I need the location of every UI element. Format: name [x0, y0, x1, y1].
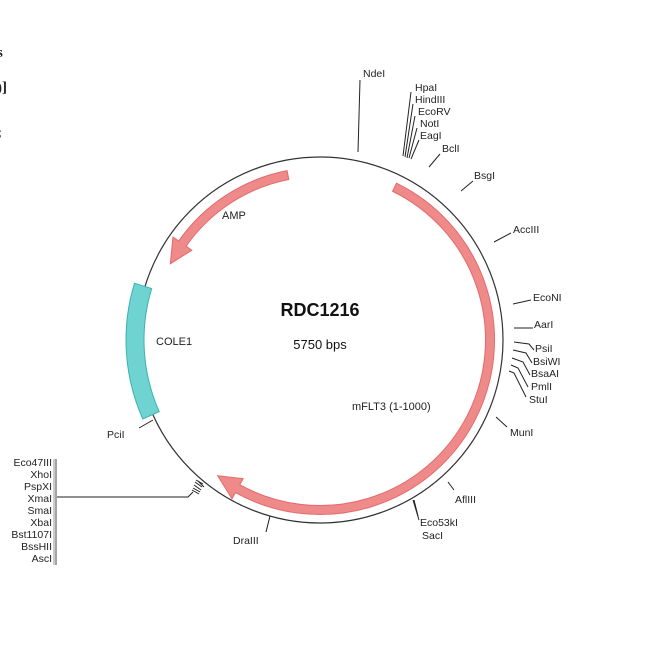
site-bsgi[interactable]: BsgI — [474, 170, 495, 182]
site-afliii[interactable]: AflIII — [455, 494, 476, 506]
site-ticks-cluster — [191, 479, 204, 495]
site-tick — [493, 232, 512, 243]
site-tick — [508, 370, 527, 398]
site-ndei[interactable]: NdeI — [363, 68, 385, 80]
plasmid-size: 5750 bps — [293, 337, 347, 352]
cole1-label: COLE1 — [156, 336, 192, 348]
site-tick — [510, 364, 529, 388]
site-bsiwi[interactable]: BsiWI — [533, 356, 560, 368]
site-pmli[interactable]: PmlI — [531, 381, 552, 393]
site-tick — [404, 103, 414, 158]
site-bcli[interactable]: BclI — [442, 143, 460, 155]
edge-fragment: )] — [0, 80, 7, 96]
site-tick — [413, 499, 419, 517]
site-tick — [408, 127, 418, 159]
site-tick — [460, 180, 474, 192]
edge-fragment: ; — [0, 125, 2, 141]
site-xhoi[interactable]: XhoI — [30, 469, 52, 481]
site-tick — [447, 481, 455, 491]
site-pcii[interactable]: PciI — [107, 429, 125, 441]
site-tick — [513, 341, 535, 351]
site-tick — [511, 357, 531, 376]
site-draiii[interactable]: DraIII — [233, 535, 259, 547]
site-smai[interactable]: SmaI — [27, 505, 52, 517]
site-eagi[interactable]: EagI — [420, 130, 442, 142]
site-bsaai[interactable]: BsaAI — [531, 368, 559, 380]
site-muni[interactable]: MunI — [510, 427, 533, 439]
site-bst1107i[interactable]: Bst1107I — [11, 529, 52, 541]
site-bsshii[interactable]: BssHII — [21, 541, 52, 553]
site-tick — [357, 79, 361, 153]
cole1-feature-band[interactable] — [125, 282, 160, 420]
amp-feature-arrow[interactable] — [169, 170, 290, 265]
edge-fragment: s — [0, 45, 3, 61]
site-eco47iii[interactable]: Eco47III — [13, 457, 52, 469]
site-tick — [402, 91, 412, 157]
site-tick — [495, 416, 508, 428]
mflt3-feature-arrow[interactable] — [216, 182, 495, 515]
site-tick — [410, 139, 420, 160]
site-asci[interactable]: AscI — [32, 553, 52, 565]
site-leader-line — [57, 491, 194, 498]
site-econi[interactable]: EcoNI — [533, 292, 562, 304]
site-tick — [512, 349, 533, 364]
site-tick — [265, 515, 271, 533]
site-psii[interactable]: PsiI — [535, 343, 553, 355]
site-xmai[interactable]: XmaI — [27, 493, 52, 505]
site-saci[interactable]: SacI — [422, 530, 443, 542]
site-aari[interactable]: AarI — [534, 319, 553, 331]
site-tick — [428, 153, 441, 168]
site-pspxi[interactable]: PspXI — [24, 481, 52, 493]
site-acciii[interactable]: AccIII — [513, 224, 539, 236]
site-xbai[interactable]: XbaI — [30, 517, 52, 529]
site-hpai[interactable]: HpaI — [415, 82, 437, 94]
mflt3-label: mFLT3 (1-1000) — [352, 401, 431, 413]
site-ecorv[interactable]: EcoRV — [418, 106, 451, 118]
site-stui[interactable]: StuI — [529, 394, 548, 406]
amp-label: AMP — [222, 210, 246, 222]
site-tick — [512, 299, 532, 305]
site-hindiii[interactable]: HindIII — [415, 94, 445, 106]
site-noti[interactable]: NotI — [420, 118, 439, 130]
site-tick — [406, 115, 416, 159]
plasmid-name: RDC1216 — [280, 300, 359, 320]
site-tick — [138, 419, 154, 429]
site-eco53ki[interactable]: Eco53kI — [420, 517, 458, 529]
